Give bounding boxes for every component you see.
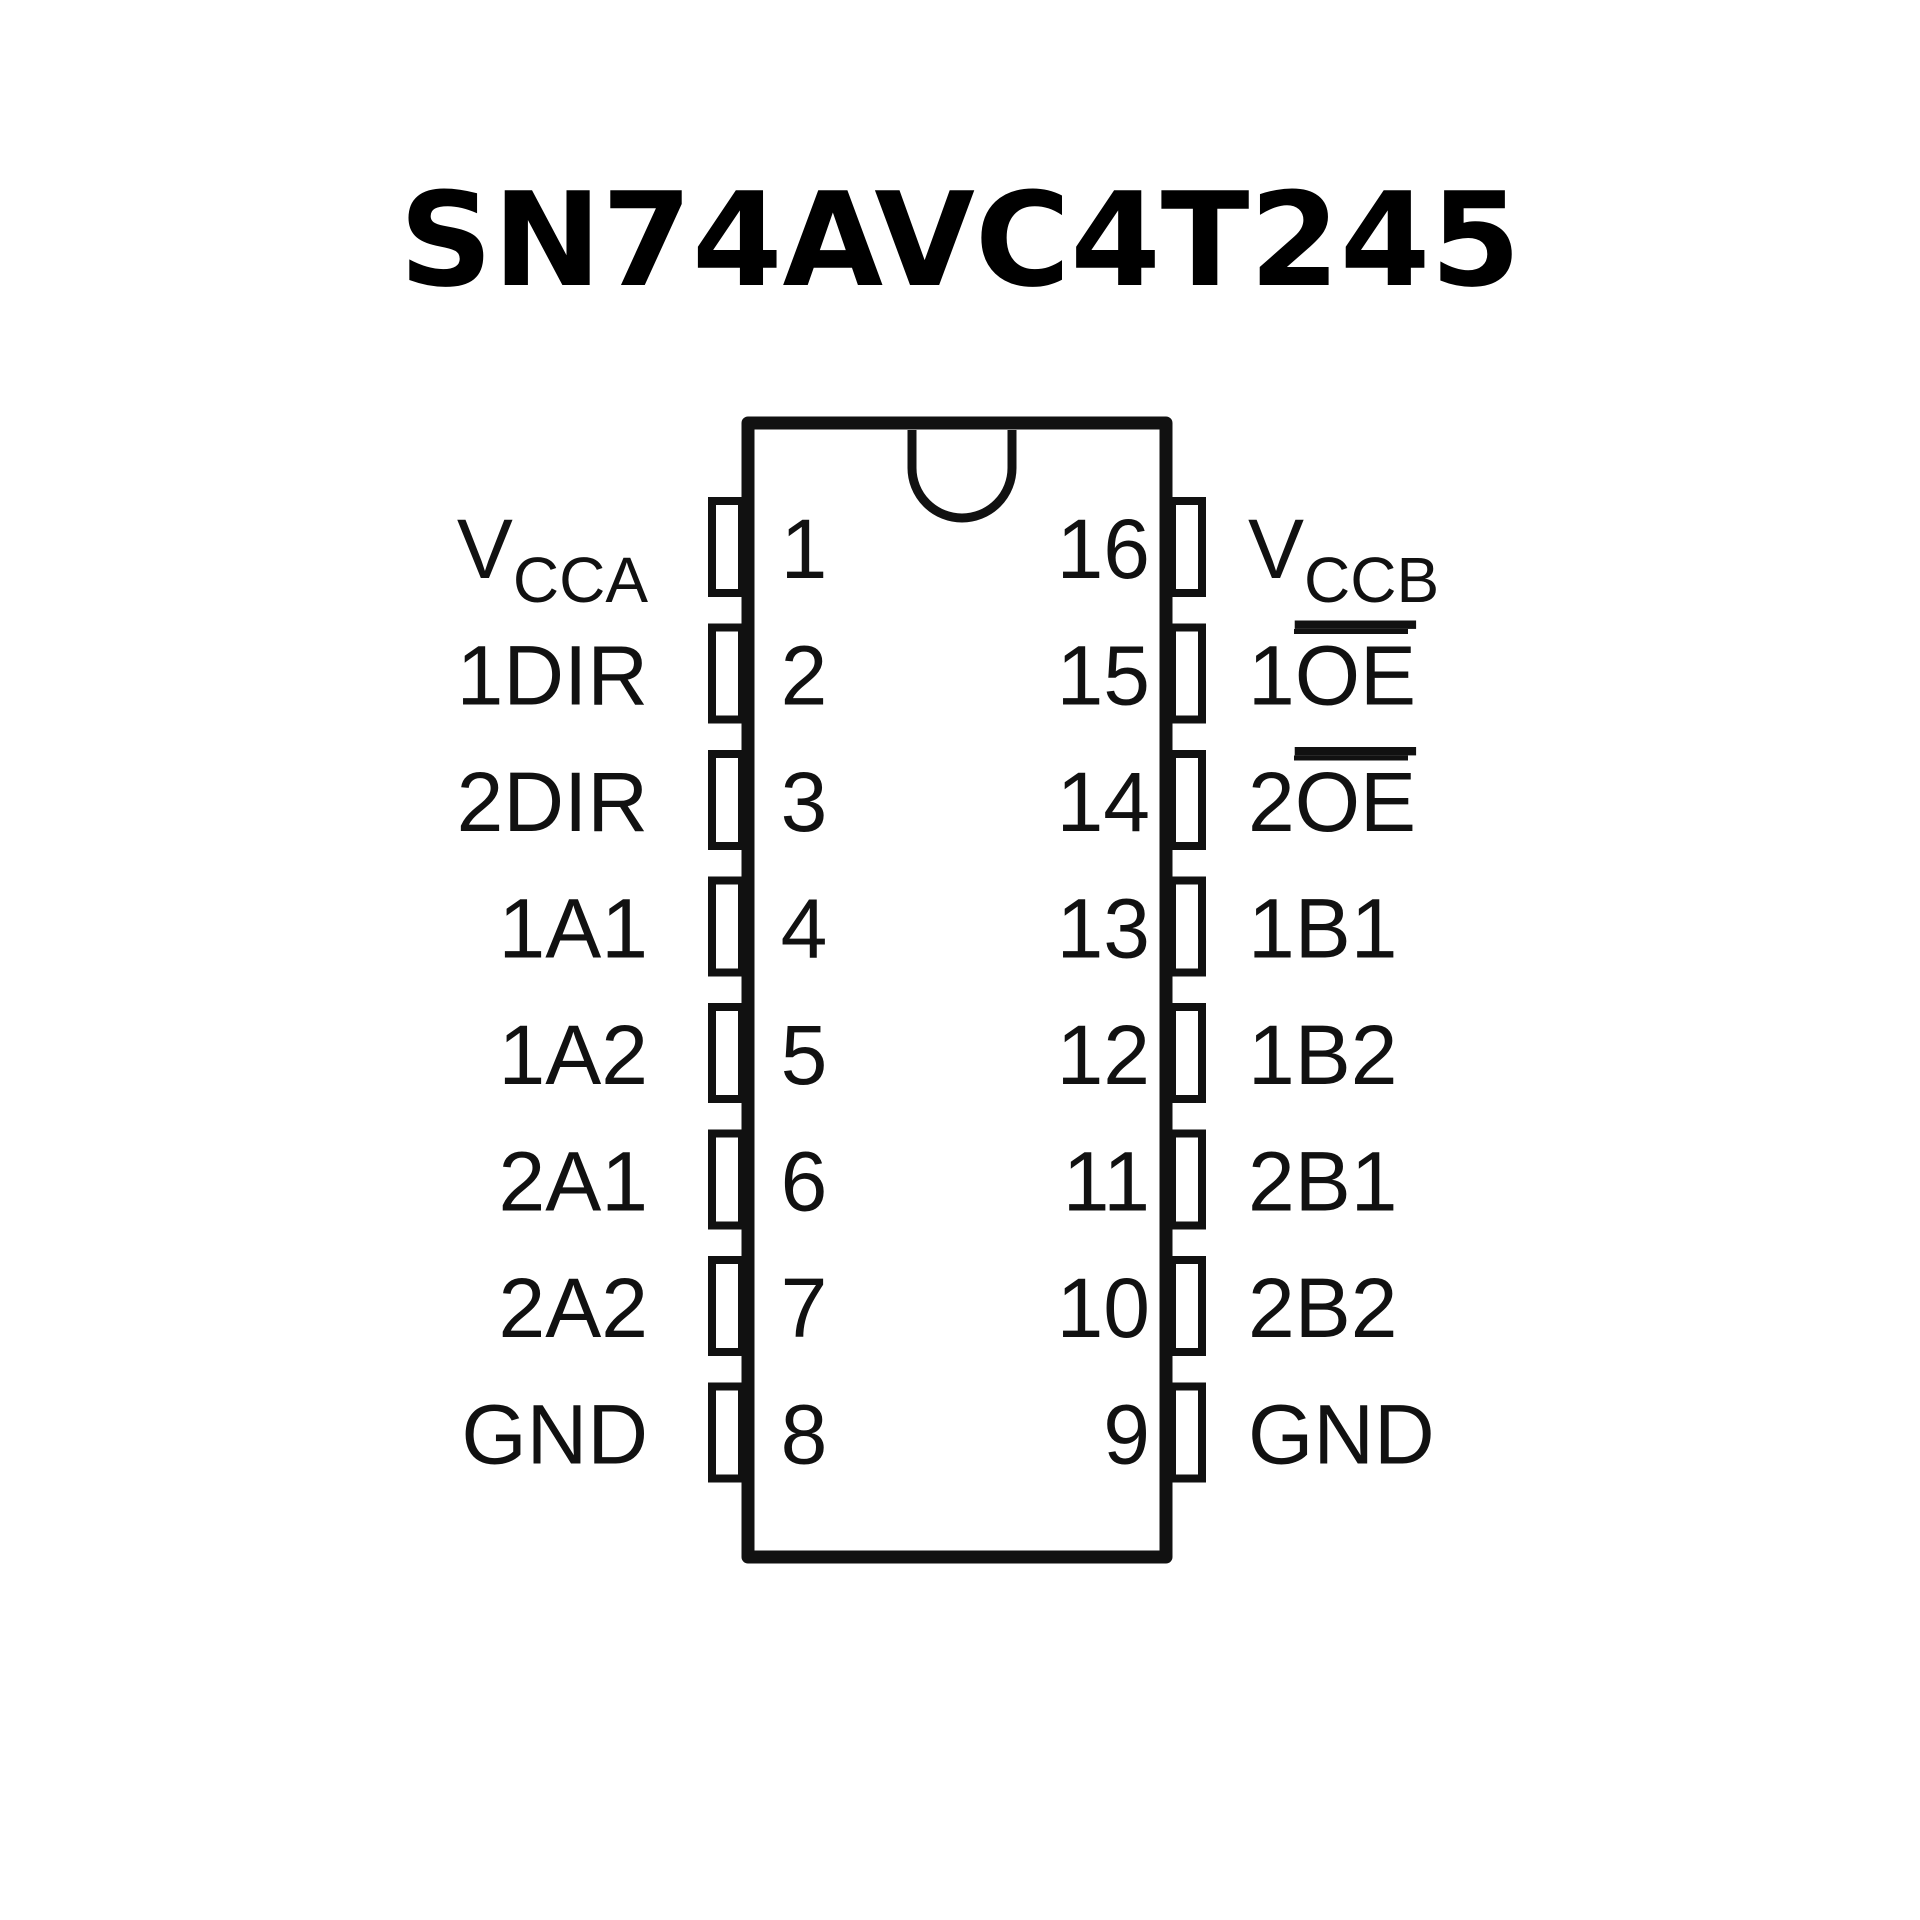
pin-number: 2	[781, 629, 828, 723]
pin-label: 2B1	[1248, 1135, 1397, 1229]
pin-lead	[708, 623, 746, 724]
pin-lead	[1168, 750, 1206, 850]
pin-lead	[708, 876, 746, 977]
pin-label: GND	[1248, 1388, 1435, 1482]
pin-number: 10	[1057, 1261, 1150, 1355]
chip-title: SN74AVC4T245	[399, 164, 1521, 316]
pin-label-main: V	[457, 502, 513, 596]
pin-label: 1A2	[499, 1008, 648, 1102]
pin-label-prefix: 2	[1248, 755, 1295, 849]
pin-lead	[1168, 497, 1206, 597]
pin-label-prefix: 1	[1248, 629, 1295, 723]
pin-label: 1DIR	[457, 629, 648, 723]
pin-label: 1A1	[499, 882, 648, 976]
pin-number: 3	[781, 755, 828, 849]
pin-lead	[708, 1382, 746, 1483]
pin-number: 9	[1103, 1388, 1150, 1482]
pin-number: 6	[781, 1135, 828, 1229]
pin-lead	[708, 497, 746, 597]
pin-lead	[1168, 1382, 1206, 1483]
pin-number: 15	[1057, 629, 1150, 723]
pin-label-main: V	[1248, 502, 1304, 596]
chip-body	[741, 416, 1173, 1564]
pin-number: 8	[781, 1388, 828, 1482]
pin-lead	[708, 750, 746, 850]
pin-label-active-low: OE	[1295, 755, 1416, 849]
pin-label: VCCA	[457, 502, 648, 616]
pin-label: 2DIR	[457, 755, 648, 849]
pin-lead	[708, 1129, 746, 1230]
pin-number: 5	[781, 1008, 828, 1102]
pin-lead	[1168, 1256, 1206, 1356]
pin-label: 2A2	[499, 1261, 648, 1355]
pin-number: 1	[781, 502, 828, 596]
pin-number: 16	[1057, 502, 1150, 596]
pin-lead	[708, 1256, 746, 1356]
pin-label: 1B2	[1248, 1008, 1397, 1102]
pin-label: 2A1	[499, 1135, 648, 1229]
pin-number: 7	[781, 1261, 828, 1355]
pin-number: 11	[1063, 1135, 1150, 1229]
pin-lead	[1168, 623, 1206, 724]
pin-label-subscript: CCA	[513, 544, 648, 616]
pin-lead	[1168, 1129, 1206, 1230]
pin-number: 12	[1057, 1008, 1150, 1102]
pin-label-subscript: CCB	[1304, 544, 1439, 616]
pin-lead	[1168, 876, 1206, 977]
pin-lead	[1168, 1003, 1206, 1103]
pin-number: 14	[1057, 755, 1150, 849]
pin-lead	[708, 1003, 746, 1103]
pin-label: 2OE	[1248, 755, 1416, 849]
pin-label: 1OE	[1248, 629, 1416, 723]
pin-label: 2B2	[1248, 1261, 1397, 1355]
pin-label: VCCB	[1248, 502, 1439, 616]
pin-number: 4	[781, 882, 828, 976]
pin1-notch	[907, 430, 1017, 523]
pin-label-active-low: OE	[1295, 629, 1416, 723]
pin-number: 13	[1057, 882, 1150, 976]
pin-label: GND	[461, 1388, 648, 1482]
pin-label: 1B1	[1248, 882, 1397, 976]
